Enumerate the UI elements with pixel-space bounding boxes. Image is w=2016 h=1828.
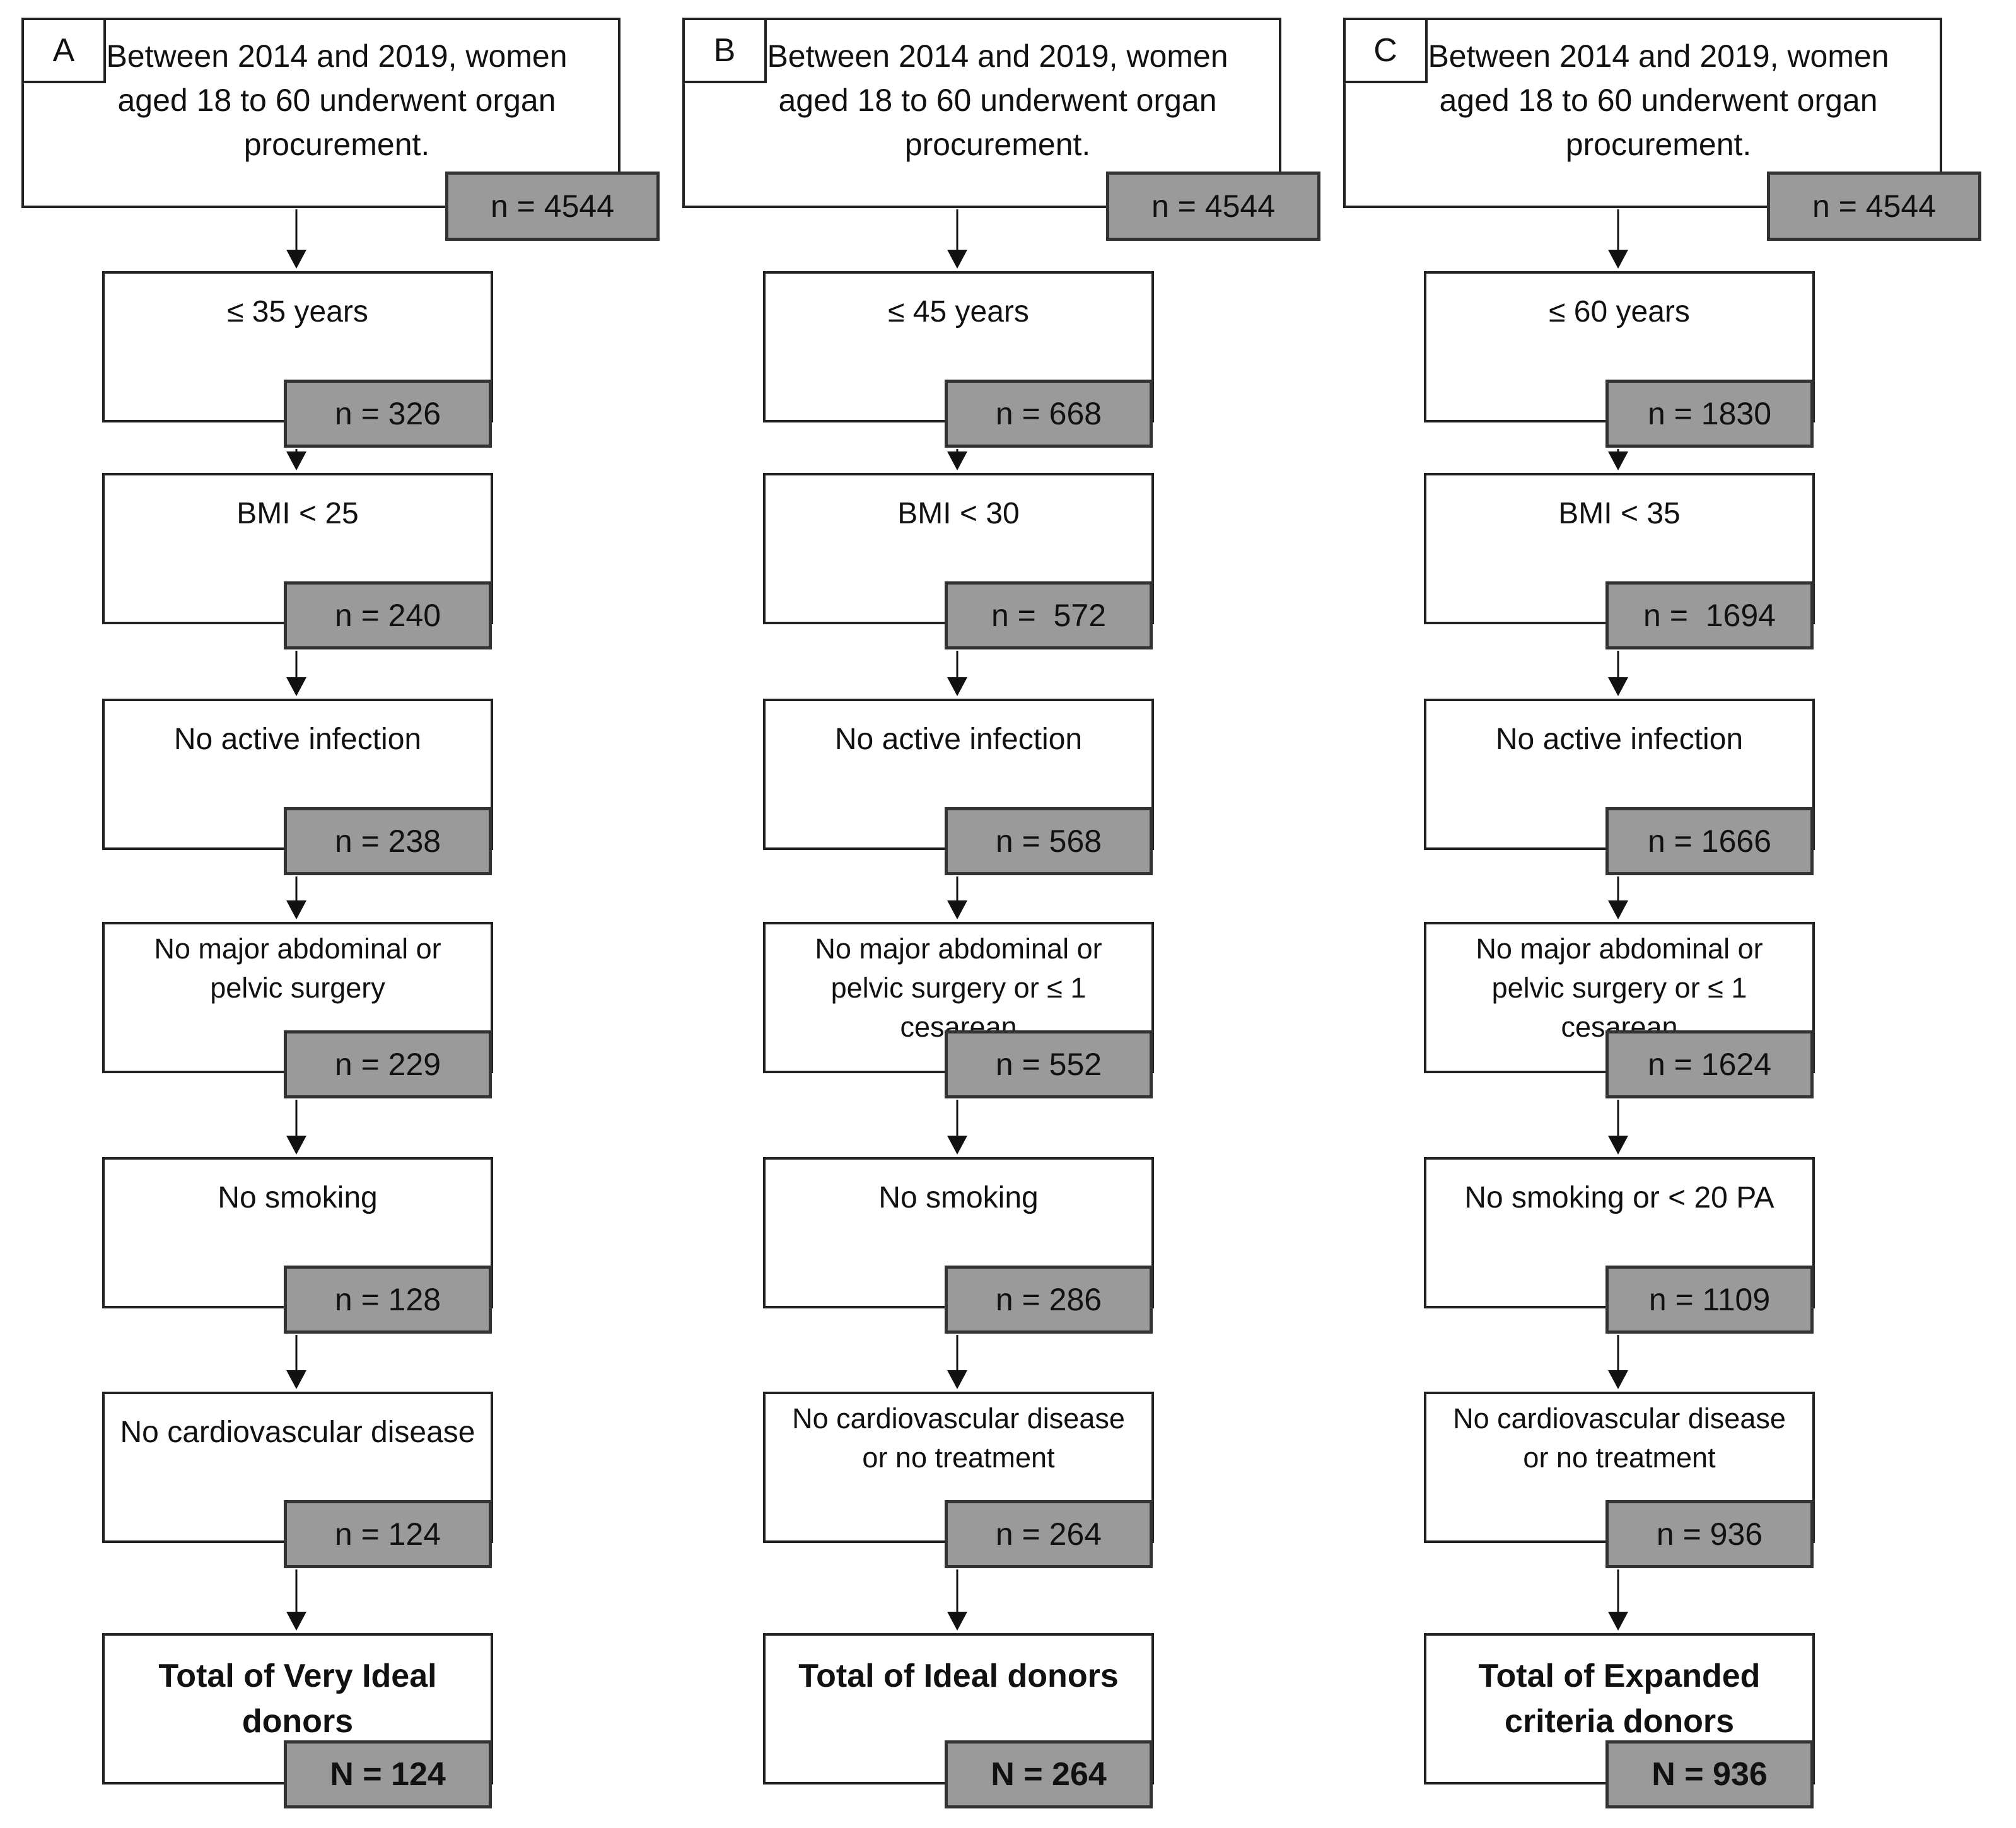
panel-b-step-5-label: No smoking — [878, 1181, 1039, 1214]
panel-a-final-count: N = 124 — [284, 1740, 492, 1808]
panel-a-total-n: n = 4544 — [445, 172, 660, 241]
panel-b-step-3-count: n = 568 — [945, 807, 1153, 875]
panel-a-step-4-label: No major abdominal or pelvic surgery — [154, 933, 441, 1004]
panel-a-header: A Between 2014 and 2019, women aged 18 t… — [21, 18, 621, 208]
panel-c-arrowhead-2 — [1608, 677, 1628, 696]
panel-b-total-n: n = 4544 — [1106, 172, 1320, 241]
panel-b-step-2-label: BMI < 30 — [897, 497, 1020, 530]
panel-a-step-3-count: n = 238 — [284, 807, 492, 875]
panel-a-letter: A — [24, 20, 106, 83]
panel-c-step-3-label: No active infection — [1495, 723, 1744, 756]
panel-a-step-4-count: n = 229 — [284, 1030, 492, 1098]
panel-a-header-text: Between 2014 and 2019, women aged 18 to … — [106, 38, 568, 162]
panel-b-step-6-label: No cardiovascular disease or no treatmen… — [792, 1402, 1125, 1474]
panel-a-step-1-label: ≤ 35 years — [227, 295, 368, 329]
panel-c-step-2-count: n = 1694 — [1605, 581, 1814, 649]
panel-a-step-6-count: n = 124 — [284, 1500, 492, 1568]
panel-c-step-1-label: ≤ 60 years — [1549, 295, 1690, 329]
panel-b-arrowhead-3 — [947, 900, 967, 919]
panel-a-step-5-count: n = 128 — [284, 1266, 492, 1334]
panel-a-step-6-label: No cardiovascular disease — [120, 1416, 475, 1449]
panel-b-arrowhead-2 — [947, 677, 967, 696]
panel-c: C Between 2014 and 2019, women aged 18 t… — [1322, 0, 1981, 1828]
panel-a-step-2-label: BMI < 25 — [236, 497, 359, 530]
panel-c-arrowhead-0 — [1608, 250, 1628, 269]
panel-a-step-5-label: No smoking — [218, 1181, 378, 1214]
panel-c-step-6-label: No cardiovascular disease or no treatmen… — [1453, 1402, 1786, 1474]
panel-a-arrows — [286, 209, 306, 1631]
panel-a-arrowhead-1 — [286, 451, 306, 470]
panel-c-step-2-label: BMI < 35 — [1558, 497, 1681, 530]
panel-b-step-4-label: No major abdominal or pelvic surgery or … — [815, 933, 1102, 1043]
panel-c-arrowhead-4 — [1608, 1136, 1628, 1155]
panel-a-step-1-count: n = 326 — [284, 380, 492, 448]
panel-b-arrowhead-6 — [947, 1612, 967, 1631]
panel-c-arrowhead-3 — [1608, 900, 1628, 919]
panel-b-arrowhead-4 — [947, 1136, 967, 1155]
panel-a-step-2-count: n = 240 — [284, 581, 492, 649]
panel-c-final-count: N = 936 — [1605, 1740, 1814, 1808]
panel-b-arrowhead-0 — [947, 250, 967, 269]
panel-b-header: B Between 2014 and 2019, women aged 18 t… — [682, 18, 1281, 208]
panel-b-header-text: Between 2014 and 2019, women aged 18 to … — [767, 38, 1228, 162]
panel-b-step-2-count: n = 572 — [945, 581, 1153, 649]
panel-c-step-3-count: n = 1666 — [1605, 807, 1814, 875]
panel-b-final-label: Total of Ideal donors — [798, 1658, 1119, 1694]
panel-c-arrowhead-1 — [1608, 451, 1628, 470]
panel-b-step-3-label: No active infection — [834, 723, 1083, 756]
panel-c-step-1-count: n = 1830 — [1605, 380, 1814, 448]
panel-c-letter: C — [1346, 20, 1428, 83]
panel-a-arrowhead-5 — [286, 1370, 306, 1389]
panel-b-step-5-count: n = 286 — [945, 1266, 1153, 1334]
panel-c-step-5-label: No smoking or < 20 PA — [1464, 1181, 1774, 1214]
panel-a: A Between 2014 and 2019, women aged 18 t… — [0, 0, 660, 1828]
panel-b-letter: B — [685, 20, 767, 83]
panel-b-final-count: N = 264 — [945, 1740, 1153, 1808]
panel-c-header-text: Between 2014 and 2019, women aged 18 to … — [1428, 38, 1889, 162]
panel-a-arrowhead-6 — [286, 1612, 306, 1631]
panel-b-step-6-count: n = 264 — [945, 1500, 1153, 1568]
panel-c-total-n: n = 4544 — [1767, 172, 1981, 241]
panel-a-arrowhead-0 — [286, 250, 306, 269]
panel-c-arrowhead-5 — [1608, 1370, 1628, 1389]
panel-b-arrows — [947, 209, 967, 1631]
panel-a-step-3-label: No active infection — [173, 723, 422, 756]
panel-b-arrowhead-1 — [947, 451, 967, 470]
panel-b-step-4-count: n = 552 — [945, 1030, 1153, 1098]
panel-a-arrowhead-3 — [286, 900, 306, 919]
panel-c-arrows — [1608, 209, 1628, 1631]
panel-a-arrowhead-2 — [286, 677, 306, 696]
panel-c-final-label: Total of Expanded criteria donors — [1478, 1658, 1761, 1740]
panel-c-arrowhead-6 — [1608, 1612, 1628, 1631]
panel-b-step-1-label: ≤ 45 years — [888, 295, 1029, 329]
panel-b-step-1-count: n = 668 — [945, 380, 1153, 448]
panel-b-arrowhead-5 — [947, 1370, 967, 1389]
panel-c-step-4-count: n = 1624 — [1605, 1030, 1814, 1098]
panel-c-step-6-count: n = 936 — [1605, 1500, 1814, 1568]
panel-c-step-4-label: No major abdominal or pelvic surgery or … — [1476, 933, 1763, 1043]
panel-a-final-label: Total of Very Ideal donors — [158, 1658, 437, 1740]
panel-b: B Between 2014 and 2019, women aged 18 t… — [661, 0, 1320, 1828]
panel-c-step-5-count: n = 1109 — [1605, 1266, 1814, 1334]
panel-a-arrowhead-4 — [286, 1136, 306, 1155]
